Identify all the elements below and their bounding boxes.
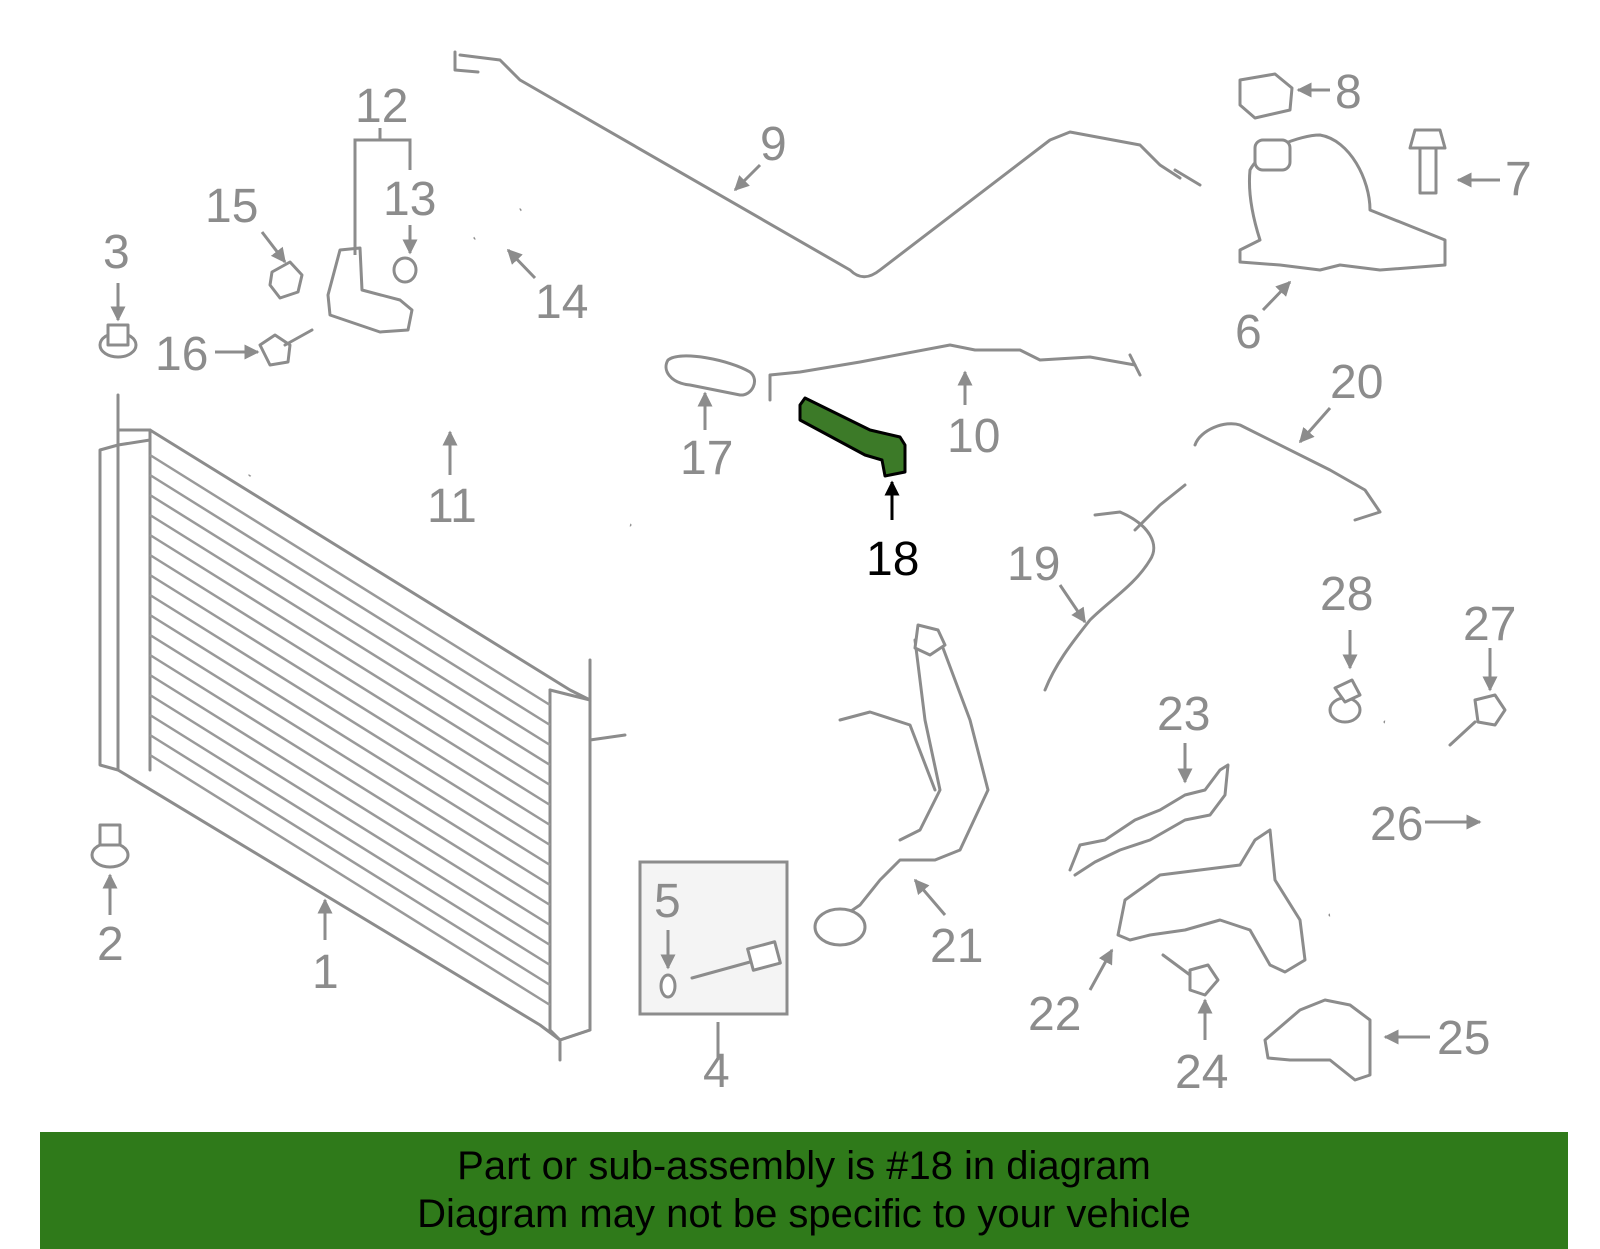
callout-6: 6 (1235, 306, 1262, 359)
banner-line-1: Part or sub-assembly is #18 in diagram (457, 1144, 1151, 1188)
callout-12: 12 (355, 80, 408, 133)
o-ring-13-part (392, 256, 418, 284)
callout-10: 10 (947, 410, 1000, 463)
banner-line-2: Diagram may not be specific to your vehi… (417, 1192, 1191, 1236)
callout-24: 24 (1175, 1046, 1228, 1099)
gasket-23-part (1068, 763, 1230, 877)
callout-13: 13 (383, 173, 436, 226)
cap-8-part (1238, 72, 1294, 120)
bolt-27-part (1448, 693, 1507, 747)
callout-28: 28 (1320, 568, 1373, 621)
parts-diagram: 1 2 3 4 5 6 7 8 9 10 11 12 13 14 15 16 1… (90, 50, 1532, 1099)
callout-16: 16 (155, 328, 208, 381)
hose-19-part (1043, 483, 1187, 692)
callout-labels: 1 2 3 4 5 6 7 8 9 10 11 12 13 14 15 16 1… (97, 66, 1532, 1099)
callout-21: 21 (930, 920, 983, 973)
callout-3: 3 (103, 226, 130, 279)
radiator-part (98, 393, 627, 1062)
callout-7: 7 (1505, 153, 1532, 206)
callout-19: 19 (1007, 538, 1060, 591)
callout-26: 26 (1370, 798, 1423, 851)
callout-4: 4 (703, 1045, 730, 1098)
hose-20-part (1193, 422, 1382, 522)
hose-11-part (243, 361, 633, 533)
callout-22: 22 (1028, 988, 1081, 1041)
callout-23: 23 (1157, 688, 1210, 741)
hose-18-part (798, 396, 907, 478)
hose-10-part (768, 343, 1142, 402)
tube-25-part (1263, 998, 1372, 1082)
hose-17-part (664, 354, 756, 397)
callout-14: 14 (535, 276, 588, 329)
callout-8: 8 (1335, 66, 1362, 119)
coolant-reservoir-part (1238, 133, 1447, 272)
clip-28-part (1328, 678, 1362, 724)
callout-17: 17 (680, 432, 733, 485)
callout-5: 5 (654, 875, 681, 928)
bracket-12-part (326, 246, 414, 334)
nut-15-part (268, 260, 304, 300)
bolt-24-part (1161, 953, 1220, 997)
callout-11: 11 (427, 480, 477, 533)
callout-20: 20 (1330, 356, 1383, 409)
housing-22-part (1116, 828, 1307, 974)
isolator-3-part (98, 323, 138, 359)
drain-plug-kit-box (638, 860, 789, 1016)
bolt-16-part (258, 328, 314, 367)
leader-lines (102, 82, 1500, 1060)
callout-27: 27 (1463, 598, 1516, 651)
callout-15: 15 (205, 180, 258, 233)
callout-18: 18 (866, 533, 919, 586)
hose-21-part (813, 623, 990, 947)
isolator-2-part (90, 823, 130, 869)
callout-9: 9 (760, 118, 787, 171)
sleeve-14-part (471, 204, 524, 244)
info-banner: Part or sub-assembly is #18 in diagram D… (40, 1132, 1568, 1249)
callout-2: 2 (97, 918, 124, 971)
callout-1: 1 (312, 946, 339, 999)
hose-26-part (1328, 715, 1504, 922)
bolt-7-part (1408, 128, 1447, 195)
tube-9-part (453, 50, 1202, 279)
callout-25: 25 (1437, 1012, 1490, 1065)
